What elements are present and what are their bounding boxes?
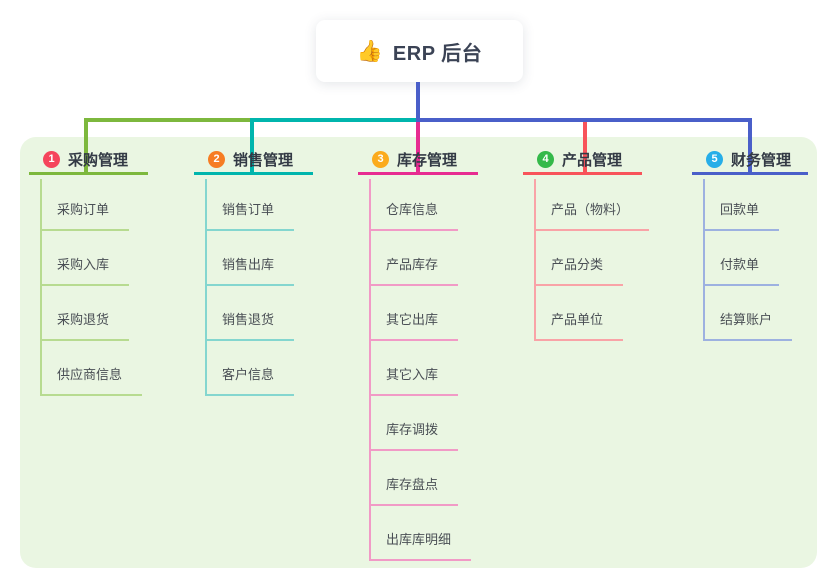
child-node[interactable]: 产品分类 bbox=[534, 255, 624, 286]
children-vline bbox=[369, 178, 371, 561]
child-node-label: 库存调拨 bbox=[386, 422, 439, 437]
branch-node-4[interactable]: 4 产品管理 bbox=[523, 146, 642, 175]
child-node-label: 销售出库 bbox=[222, 257, 275, 272]
child-node[interactable]: 供应商信息 bbox=[40, 365, 143, 396]
branch-node-1[interactable]: 1 采购管理 bbox=[29, 146, 148, 175]
child-node[interactable]: 回款单 bbox=[703, 200, 780, 231]
child-node-label: 产品（物料） bbox=[551, 202, 630, 217]
child-node-label: 结算账户 bbox=[720, 312, 773, 327]
branch-drop-line bbox=[250, 122, 254, 175]
child-node[interactable]: 库存调拨 bbox=[369, 420, 459, 451]
branch-node-label: 销售管理 bbox=[233, 151, 294, 169]
children-vline bbox=[703, 178, 705, 341]
child-node[interactable]: 库存盘点 bbox=[369, 475, 459, 506]
branch-drop-line bbox=[84, 122, 88, 175]
child-node-label: 仓库信息 bbox=[386, 202, 439, 217]
child-node[interactable]: 产品库存 bbox=[369, 255, 459, 286]
child-node-label: 回款单 bbox=[720, 202, 760, 217]
root-node-label: ERP 后台 bbox=[392, 42, 483, 65]
bus-line-left-green bbox=[84, 118, 254, 122]
branch-node-5[interactable]: 5 财务管理 bbox=[692, 146, 808, 175]
branch-node-3[interactable]: 3 库存管理 bbox=[358, 146, 478, 175]
branch-number-badge: 3 bbox=[372, 150, 389, 168]
child-node[interactable]: 客户信息 bbox=[205, 365, 295, 396]
child-node[interactable]: 采购入库 bbox=[40, 255, 130, 286]
branch-node-label: 财务管理 bbox=[731, 151, 792, 169]
child-node-label: 产品库存 bbox=[386, 257, 439, 272]
child-node[interactable]: 产品单位 bbox=[534, 310, 624, 341]
child-node-label: 客户信息 bbox=[222, 367, 275, 382]
children-vline bbox=[40, 178, 42, 396]
branch-number-badge: 4 bbox=[537, 150, 554, 168]
branch-drop-line bbox=[748, 122, 752, 175]
branch-number-badge: 1 bbox=[43, 150, 60, 168]
thumbs-up-icon: 👍 bbox=[356, 39, 383, 63]
children-vline bbox=[205, 178, 207, 396]
child-node-label: 采购退货 bbox=[57, 312, 110, 327]
child-node-label: 销售订单 bbox=[222, 202, 275, 217]
child-node-label: 出库库明细 bbox=[386, 532, 452, 547]
child-node-label: 销售退货 bbox=[222, 312, 275, 327]
child-node[interactable]: 销售订单 bbox=[205, 200, 295, 231]
bus-line-left-teal bbox=[250, 118, 420, 122]
branch-drop-line bbox=[416, 122, 420, 175]
child-node[interactable]: 销售出库 bbox=[205, 255, 295, 286]
child-node-label: 供应商信息 bbox=[57, 367, 123, 382]
branch-node-label: 库存管理 bbox=[397, 151, 458, 169]
branch-node-label: 采购管理 bbox=[68, 151, 129, 169]
child-node[interactable]: 其它入库 bbox=[369, 365, 459, 396]
branch-node-label: 产品管理 bbox=[562, 151, 623, 169]
child-node[interactable]: 采购订单 bbox=[40, 200, 130, 231]
bus-line-right-blue bbox=[416, 118, 752, 122]
branch-number-badge: 5 bbox=[706, 150, 723, 168]
child-node-label: 产品分类 bbox=[551, 257, 604, 272]
mindmap-panel-background bbox=[20, 137, 817, 568]
child-node[interactable]: 付款单 bbox=[703, 255, 780, 286]
root-connector-line bbox=[416, 82, 420, 122]
child-node[interactable]: 其它出库 bbox=[369, 310, 459, 341]
child-node-label: 采购订单 bbox=[57, 202, 110, 217]
child-node[interactable]: 仓库信息 bbox=[369, 200, 459, 231]
child-node-label: 库存盘点 bbox=[386, 477, 439, 492]
child-node-label: 采购入库 bbox=[57, 257, 110, 272]
child-node[interactable]: 销售退货 bbox=[205, 310, 295, 341]
child-node[interactable]: 出库库明细 bbox=[369, 530, 472, 561]
child-node[interactable]: 采购退货 bbox=[40, 310, 130, 341]
child-node-label: 产品单位 bbox=[551, 312, 604, 327]
children-vline bbox=[534, 178, 536, 341]
child-node[interactable]: 产品（物料） bbox=[534, 200, 650, 231]
child-node[interactable]: 结算账户 bbox=[703, 310, 793, 341]
branch-node-2[interactable]: 2 销售管理 bbox=[194, 146, 313, 175]
child-node-label: 付款单 bbox=[720, 257, 760, 272]
root-node[interactable]: 👍 ERP 后台 bbox=[316, 20, 523, 82]
child-node-label: 其它出库 bbox=[386, 312, 439, 327]
branch-drop-line bbox=[583, 122, 587, 175]
branch-number-badge: 2 bbox=[208, 150, 225, 168]
child-node-label: 其它入库 bbox=[386, 367, 439, 382]
